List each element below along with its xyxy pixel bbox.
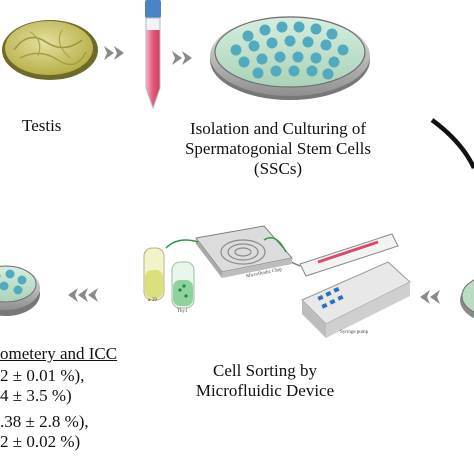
arrow-3-icon <box>420 290 440 304</box>
partial-dish-right-icon <box>460 279 474 319</box>
isolation-line-1: Isolation and Culturing of <box>189 119 367 138</box>
analysis-result-2: 4 ± 3.5 %) <box>0 386 72 405</box>
sorting-line-1: Cell Sorting by <box>213 361 317 380</box>
arrow-2-icon <box>172 51 192 65</box>
sample-tubes-icon <box>143 247 195 309</box>
arrow-1-icon <box>104 46 124 60</box>
isolation-line-2: Spermatogonial Stem Cells <box>184 139 372 158</box>
testis-label: Testis <box>22 116 62 135</box>
culture-tube-icon <box>145 0 161 110</box>
tube-a-label: a-39 <box>148 298 157 303</box>
isolation-caption: Isolation and Culturing of Spermatogonia… <box>170 119 386 179</box>
tube-b-label: Thy1 <box>177 309 188 314</box>
analysis-result-1: 2 ± 0.01 %), <box>0 366 85 385</box>
microfluidic-chip-icon <box>165 225 293 278</box>
sorting-line-2: Microfluidic Device <box>195 381 335 400</box>
petri-dish-icon <box>210 16 370 100</box>
analysis-caption: ometery and ICC 2 ± 0.01 %), 4 ± 3.5 %) … <box>0 344 117 452</box>
testis-tissue-icon <box>2 20 98 80</box>
analysis-result-4: 2 ± 0.02 %) <box>0 432 81 451</box>
isolation-line-3: (SSCs) <box>253 159 303 178</box>
partial-dish-left-icon <box>0 265 40 316</box>
syringe-pump-icon <box>281 233 411 338</box>
analysis-heading: ometery and ICC <box>0 344 118 363</box>
curved-arrow-icon <box>430 118 474 169</box>
syringe-label: Syringe pump <box>340 330 369 335</box>
analysis-result-3: .38 ± 2.8 %), <box>0 412 89 431</box>
sorting-caption: Cell Sorting by Microfluidic Device <box>165 361 365 401</box>
arrow-4-icon <box>68 288 98 302</box>
